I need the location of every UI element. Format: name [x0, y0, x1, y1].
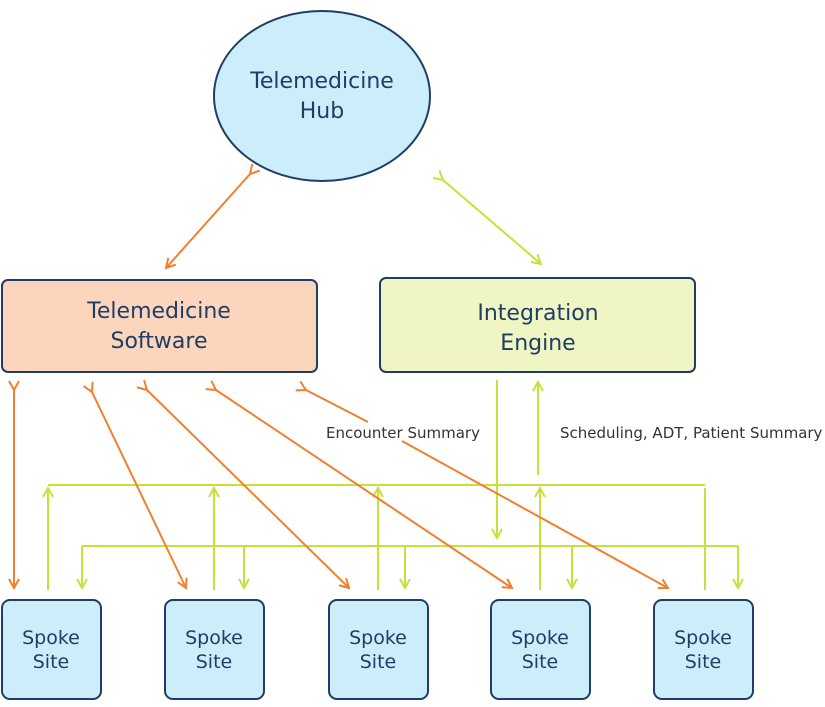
software-label-line2: Software — [111, 329, 208, 354]
software-spoke5-arrow-b — [401, 440, 668, 588]
spoke-site-1: Spoke Site — [1, 599, 102, 700]
hub-software-arrow — [166, 174, 250, 268]
engine-label-line2: Engine — [500, 331, 575, 356]
hub-engine-arrow — [443, 180, 541, 264]
spoke-site-4: Spoke Site — [490, 599, 591, 700]
spoke-site-1-line1: Spoke — [22, 627, 80, 649]
spoke-site-3-line1: Spoke — [349, 627, 407, 649]
spoke-site-2-line1: Spoke — [185, 627, 243, 649]
spoke-site-2: Spoke Site — [164, 599, 265, 700]
spoke-site-5-line1: Spoke — [674, 627, 732, 649]
hub-label-line2: Hub — [300, 99, 344, 124]
software-spoke3-arrow — [147, 390, 349, 588]
engine-incoming-bus — [48, 382, 706, 590]
spoke-site-3: Spoke Site — [328, 599, 429, 700]
software-spoke4-arrow — [216, 390, 512, 588]
spoke-site-1-line2: Site — [33, 651, 69, 673]
hub-node: Telemedicine Hub — [213, 10, 431, 182]
software-spoke2-arrow — [92, 392, 186, 588]
software-node: Telemedicine Software — [1, 279, 318, 373]
software-shape — [1, 279, 318, 373]
spoke-site-4-line2: Site — [522, 651, 558, 673]
scheduling-label: Scheduling, ADT, Patient Summary — [560, 424, 823, 442]
spoke-site-5-line2: Site — [685, 651, 721, 673]
engine-node: Integration Engine — [379, 277, 696, 373]
spoke-site-5: Spoke Site — [653, 599, 754, 700]
spoke-site-3-line2: Site — [360, 651, 396, 673]
engine-shape — [379, 277, 696, 373]
spoke-site-2-line2: Site — [196, 651, 232, 673]
software-label-line1: Telemedicine — [86, 299, 231, 324]
encounter-summary-label: Encounter Summary — [326, 424, 480, 442]
hub-shape — [213, 10, 431, 182]
engine-label-line1: Integration — [477, 301, 598, 326]
software-spoke5-arrow-a — [306, 390, 369, 423]
hub-label-line1: Telemedicine — [249, 69, 394, 94]
spoke-site-4-line1: Spoke — [511, 627, 569, 649]
